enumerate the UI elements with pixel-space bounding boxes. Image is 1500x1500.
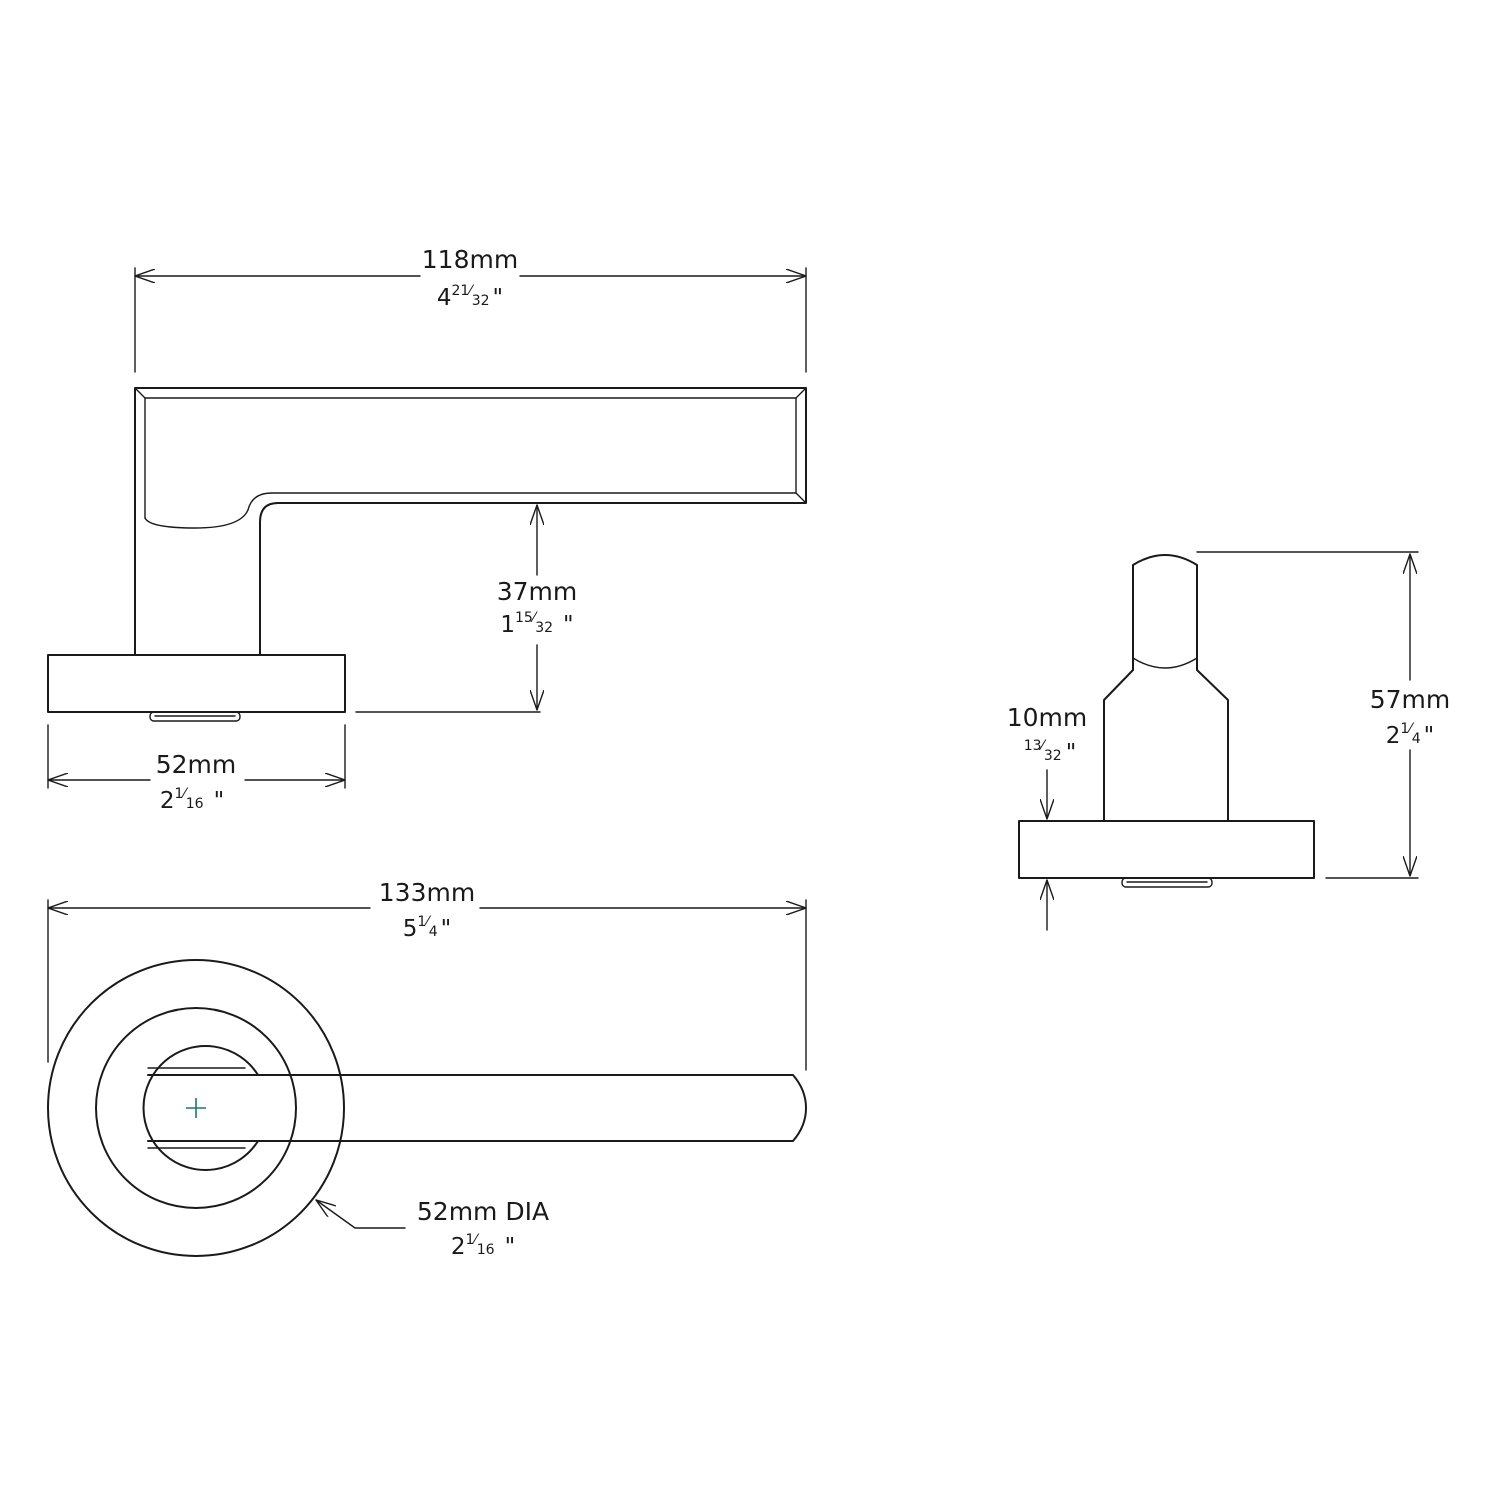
end-view (1018, 554, 1315, 888)
projection-inch: 115⁄32" (500, 610, 573, 638)
overall-length-inch: 51⁄4" (403, 914, 451, 942)
lever-end-outline (1103, 554, 1229, 822)
lever-length-mm: 118mm (422, 245, 518, 274)
rose-side-view (47, 654, 346, 713)
dimension-overall-length: 133mm 51⁄4" (47, 878, 807, 1071)
lever-grip-recess (144, 509, 249, 529)
dimension-rose-thickness: 10mm 13⁄32" (1007, 703, 1088, 931)
lever-neck-outline (142, 1045, 259, 1171)
dimension-projection: 37mm 115⁄32" (355, 504, 578, 713)
rose-diameter-inch: 21⁄16" (451, 1232, 515, 1260)
overall-length-mm: 133mm (379, 878, 475, 907)
overall-height-inch: 21⁄4" (1386, 721, 1434, 749)
top-view (47, 959, 807, 1257)
lever-body-outline (134, 387, 807, 656)
lever-arm-outline (147, 1074, 807, 1142)
overall-height-mm: 57mm (1370, 685, 1451, 714)
lever-length-inch: 421⁄32" (437, 283, 503, 311)
dimension-rose-diameter: 52mm DIA 21⁄16" (316, 1197, 549, 1260)
rose-end-view (1018, 820, 1315, 879)
dimension-overall-height: 57mm 21⁄4" (1196, 551, 1451, 879)
rose-thickness-inch: 13⁄32" (1024, 738, 1077, 766)
rose-clip (149, 711, 241, 722)
rose-outer-circle (47, 959, 345, 1257)
projection-mm: 37mm (497, 577, 578, 606)
lever-end-bevel (1132, 657, 1198, 669)
rose-inner-circle (95, 1007, 297, 1209)
rose-width-inch: 21⁄16" (160, 786, 224, 814)
center-mark-icon (186, 1098, 206, 1118)
rose-diameter-mm: 52mm DIA (417, 1197, 549, 1226)
rose-width-mm: 52mm (156, 750, 237, 779)
lever-bevel-outline (144, 397, 797, 519)
dimension-lever-length: 118mm 421⁄32" (134, 245, 807, 373)
rose-thickness-mm: 10mm (1007, 703, 1088, 732)
rose-clip-end (1121, 877, 1213, 888)
side-view (47, 387, 807, 722)
dimension-rose-width: 52mm 21⁄16" (47, 724, 346, 814)
